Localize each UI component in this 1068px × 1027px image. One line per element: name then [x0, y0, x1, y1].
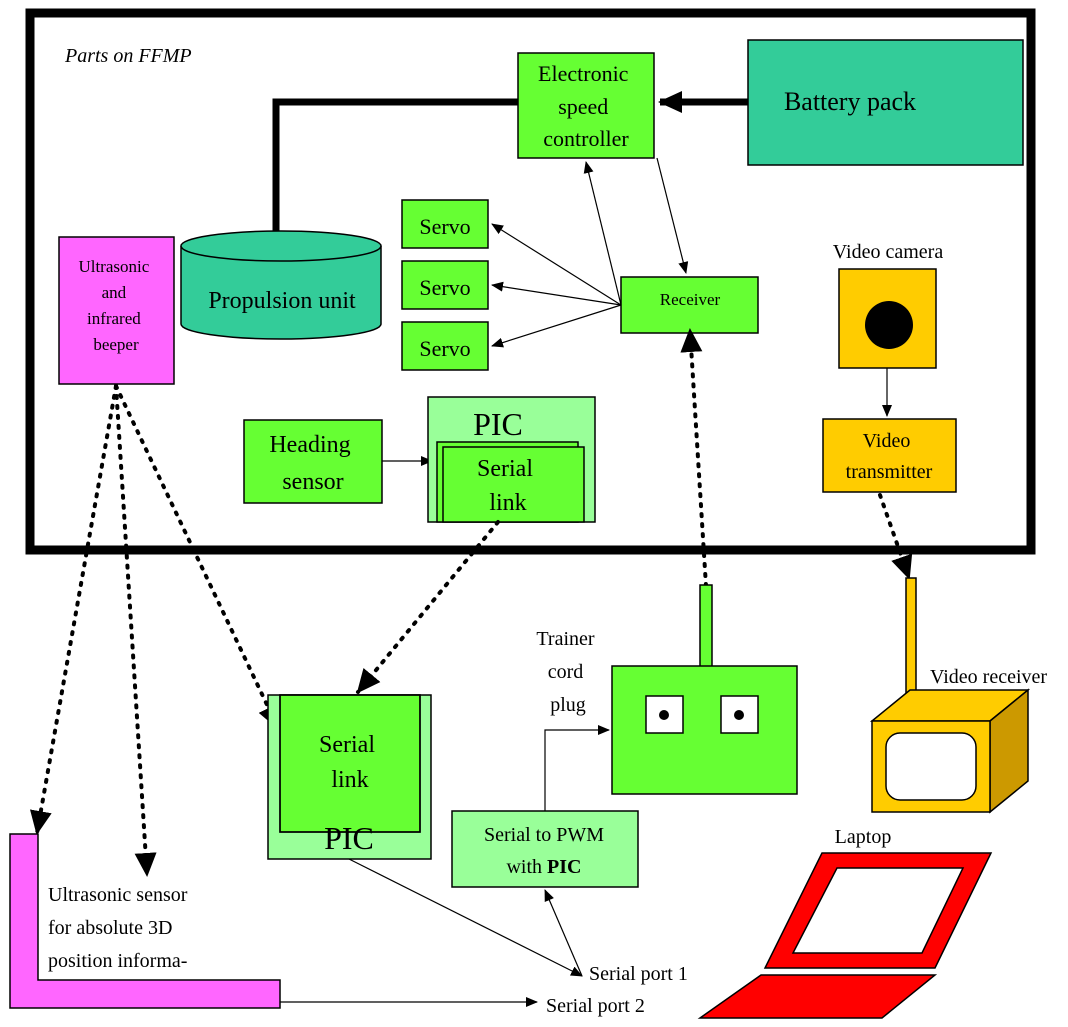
laptop-display-icon: [791, 867, 965, 954]
video-transmitter-block: [822, 418, 957, 493]
laptop-keyboard: [697, 974, 938, 1019]
servo-1: [401, 199, 489, 249]
servo-3: [401, 321, 489, 371]
wireless-links: [29, 328, 913, 877]
ultrasonic-sensor-label: Ultrasonic sensor for absolute 3D positi…: [48, 884, 192, 972]
serial-to-pwm-label-2: with PIC: [506, 856, 581, 878]
receiver-label: Receiver: [660, 290, 721, 309]
ultrasonic-sensor-block: [9, 833, 281, 1009]
beeper-block: [58, 236, 175, 385]
video-receiver-screen-icon: [885, 732, 977, 801]
serial-link-ground: [279, 694, 421, 833]
receiver-block: [620, 276, 759, 334]
serial-port-2-label: Serial port 2: [546, 995, 645, 1017]
camera-lens-icon: [865, 301, 913, 349]
heading-sensor-label: Heading sensor: [269, 432, 356, 495]
trainer-cord-plug-label: Trainer cord plug: [536, 628, 599, 716]
video-receiver-label: Video receiver: [930, 666, 1047, 688]
beeper-label: Ultrasonic and infrared beeper: [78, 257, 153, 354]
trainer-cord-line: [544, 725, 610, 811]
serial-link-onboard-label: Serial link: [477, 456, 539, 516]
video-transmitter-label: Video transmitter: [846, 430, 933, 483]
transmitter-antenna: [699, 584, 713, 668]
servo-2-label: Servo: [419, 275, 470, 300]
battery-label: Battery pack: [784, 87, 916, 116]
esc-label: Electronic speed controller: [538, 61, 634, 151]
serial-to-pwm-label: Serial to PWM: [484, 824, 604, 846]
power-line-esc-propulsion: [265, 98, 518, 264]
servo-2: [401, 260, 489, 310]
serial-connections: [278, 858, 583, 1007]
video-camera-label: Video camera: [833, 241, 944, 263]
pic-onboard-label: PIC: [473, 406, 523, 442]
control-arrows: [491, 157, 689, 348]
rc-transmitter-block: [611, 665, 798, 795]
propulsion-label: Propulsion unit: [208, 288, 356, 314]
battery-pack: [747, 39, 1024, 166]
heading-sensor-block: [243, 419, 383, 504]
serial-port-1-label: Serial port 1: [589, 963, 688, 985]
ffmp-frame: [25, 8, 1036, 555]
propulsion-unit: Propulsion unit: [180, 230, 382, 340]
video-receiver-antenna: [905, 577, 917, 694]
servo-1-label: Servo: [419, 214, 470, 239]
frame-label: Parts on FFMP: [64, 45, 192, 67]
esc-block: [517, 52, 655, 159]
serial-link-ground-label: Serial link: [319, 732, 381, 793]
laptop-label: Laptop: [835, 826, 892, 848]
serial-to-pwm-block: [451, 810, 639, 888]
servo-3-label: Servo: [419, 336, 470, 361]
pic-ground-label: PIC: [324, 820, 374, 856]
